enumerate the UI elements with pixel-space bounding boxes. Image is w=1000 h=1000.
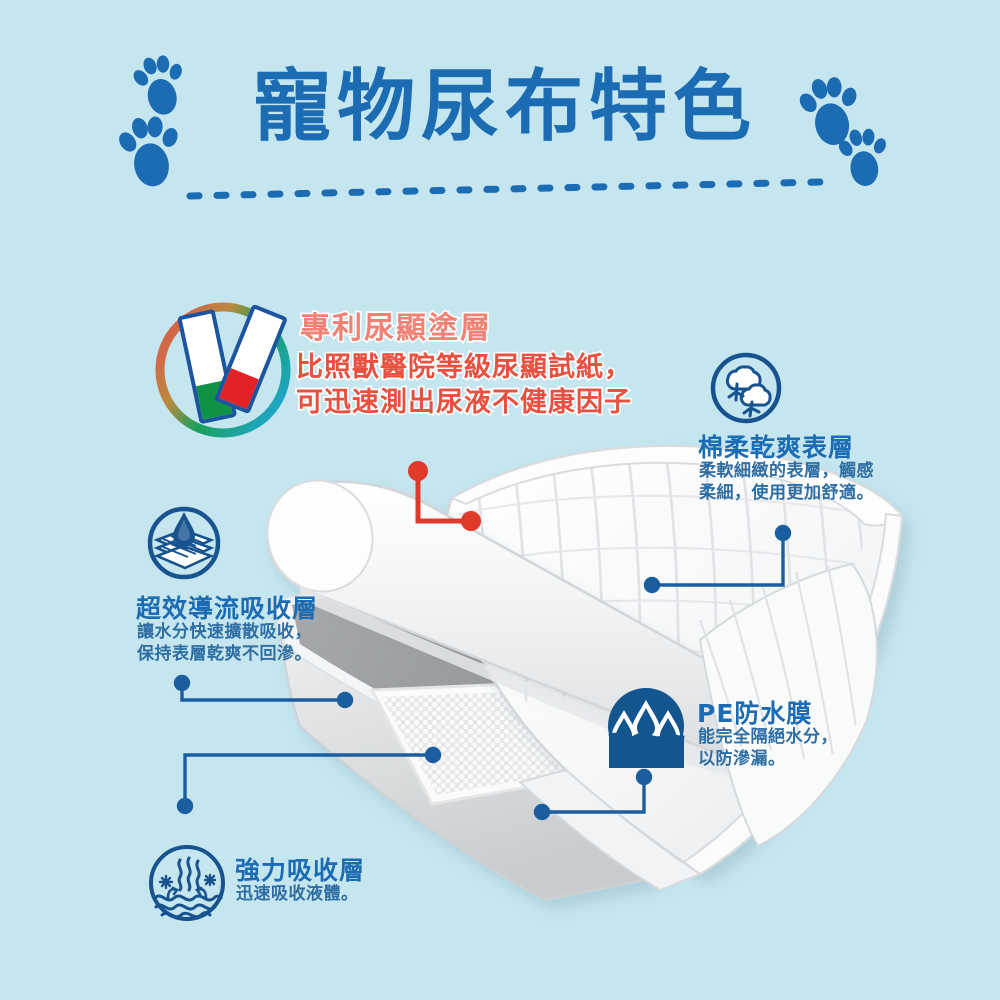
connector-pe-film <box>533 768 653 821</box>
cotton-flower-icon <box>706 348 786 433</box>
diffusion-layer-icon <box>143 502 225 589</box>
dashed-divider <box>186 178 826 200</box>
connector-patent <box>408 461 481 531</box>
feature-body-surface: 柔軟細緻的表層，觸感 柔細，使用更加舒適。 <box>699 461 874 504</box>
feature-body-absorb: 迅速吸收液體。 <box>236 884 359 904</box>
feature-heading-patent: 專利尿顯塗層 <box>298 309 492 347</box>
connector-diffusion <box>173 674 354 709</box>
test-strip-circle-icon <box>143 290 303 455</box>
feature-heading-surface: 棉柔乾爽表層 <box>698 433 855 462</box>
page-title: 寵物尿布特色 <box>252 62 757 152</box>
flap-quilt-lines <box>698 565 868 766</box>
flap-roll-end <box>266 479 374 593</box>
feature-body-patent: 比照獸醫院等級尿顯試紙， 可迅速測出尿液不健康因子 <box>294 350 632 419</box>
paw-print-icon <box>119 55 886 187</box>
flap-quilted-underside <box>698 562 878 848</box>
connector-surface <box>643 524 792 594</box>
feature-body-diffusion: 讓水分快速擴散吸收， 保持表層乾爽不回滲。 <box>137 622 312 665</box>
connector-absorb <box>176 746 442 815</box>
feature-heading-pe-film: PE防水膜 <box>697 699 813 728</box>
wave-evaporation-icon <box>144 840 230 931</box>
flap-underside-shadow <box>300 586 766 775</box>
feature-heading-diffusion: 超效導流吸收層 <box>136 594 319 623</box>
feature-heading-absorb: 強力吸收層 <box>235 856 366 885</box>
water-droplets-icon <box>604 684 688 773</box>
feature-body-pe-film: 能完全隔絕水分， 以防滲漏。 <box>698 727 838 770</box>
